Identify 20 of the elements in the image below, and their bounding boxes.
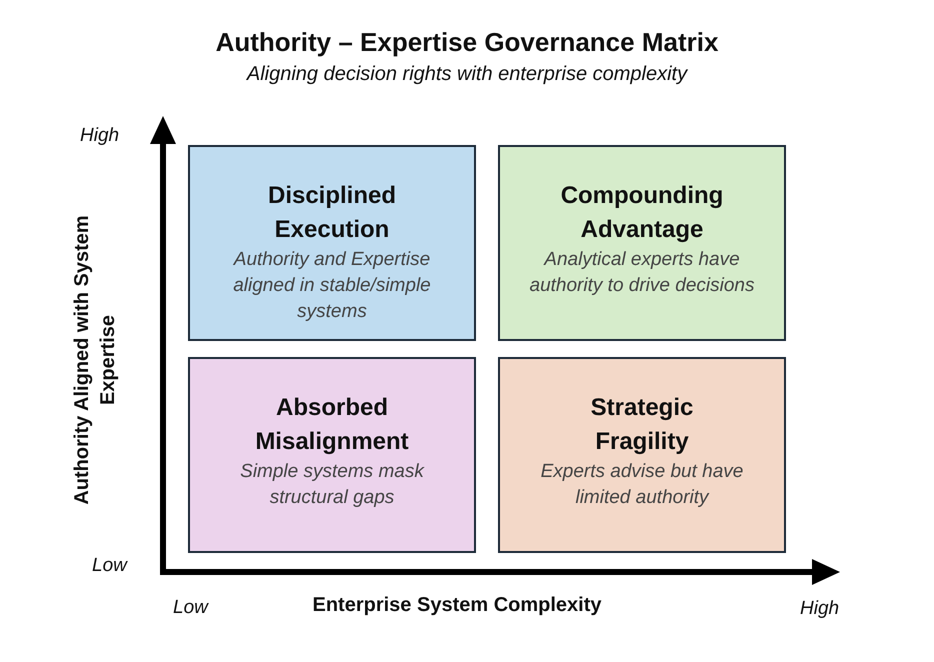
quadrant-heading: Absorbed Misalignment [254,393,410,457]
axis-tick-label: High [800,598,840,620]
axis-tick-label: Low [92,555,127,577]
axis-tick-label: Low [173,597,208,619]
quadrant-box [188,145,476,341]
subtitle: Aligning decision rights with enterprise complexity [245,63,689,86]
quadrant-description: Authority and Expertise aligned in stable/simple systems [232,248,432,324]
quadrant-box [498,357,786,553]
quadrant-heading: Strategic Fragility [590,393,694,457]
quadrant-box [498,145,786,341]
axis-tick-label: High [80,125,120,147]
quadrant-description: Experts advise but have limited authority [540,460,744,510]
quadrant-heading: Disciplined Execution [266,181,398,245]
axis-title: Authority Aligned with System Expertise [70,214,120,507]
quadrant-heading: Compounding Advantage [560,181,724,245]
axis-title: Enterprise System Complexity [312,594,602,617]
quadrant-description: Analytical experts have authority to drive decisions [528,248,756,298]
quadrant-description: Simple systems mask structural gaps [239,460,426,510]
title: Authority – Expertise Governance Matrix [214,27,720,58]
quadrant-box [188,357,476,553]
